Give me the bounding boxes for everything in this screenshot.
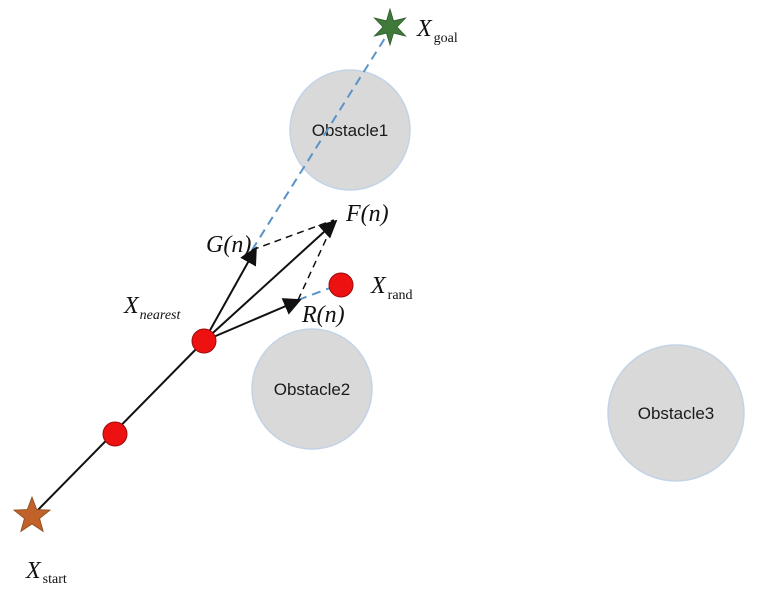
goal-direction-dashed-line: [251, 29, 391, 251]
g-vector-arrow: [203, 246, 257, 342]
r-to-f-dashed-line: [297, 221, 335, 301]
start-label-sub: start: [43, 572, 67, 587]
obstacle-3: Obstacle3: [607, 344, 745, 482]
node-nearest: [191, 328, 217, 354]
obstacle-1: Obstacle1: [289, 69, 411, 191]
r-label: R(n): [301, 302, 345, 328]
start-label-main: X: [25, 558, 42, 584]
goal-star-icon: [373, 7, 407, 47]
obstacle-2: Obstacle2: [251, 328, 373, 450]
nearest-label-sub: nearest: [140, 308, 182, 323]
nearest-label-main: X: [123, 293, 140, 319]
obstacle-3-label: Obstacle3: [638, 404, 715, 423]
node-rand: [328, 272, 354, 298]
g-label: G(n): [206, 232, 251, 258]
r-vector-arrow: [203, 298, 302, 342]
node-intermediate: [102, 421, 128, 447]
start-star-icon: [12, 495, 52, 533]
goal-label-main: X: [416, 16, 433, 42]
goal-label-sub: goal: [434, 31, 458, 46]
f-label: F(n): [345, 201, 389, 227]
f-vector-arrow: [203, 219, 338, 342]
obstacle-2-label: Obstacle2: [274, 380, 351, 399]
rand-label-main: X: [370, 273, 387, 299]
obstacle-1-label: Obstacle1: [312, 121, 389, 140]
rand-label-sub: rand: [388, 288, 413, 303]
nearest-label: Xnearest: [123, 293, 181, 323]
